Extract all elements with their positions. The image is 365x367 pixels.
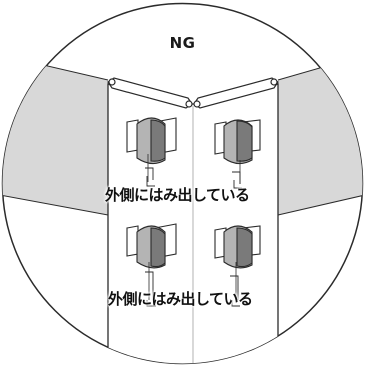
right-wall-band [278, 55, 363, 215]
clip-upper-right [214, 119, 261, 189]
callout-outward-upper: 外側にはみ出している [105, 186, 250, 204]
ng-label: NG [169, 34, 196, 52]
left-wall-band [2, 55, 108, 215]
top-trim [107, 77, 279, 109]
clip-lower-right [214, 225, 261, 307]
clip-lower-left [126, 223, 177, 307]
callout-outward-lower: 外側にはみ出している [108, 290, 253, 308]
clip-upper-left [126, 117, 177, 187]
